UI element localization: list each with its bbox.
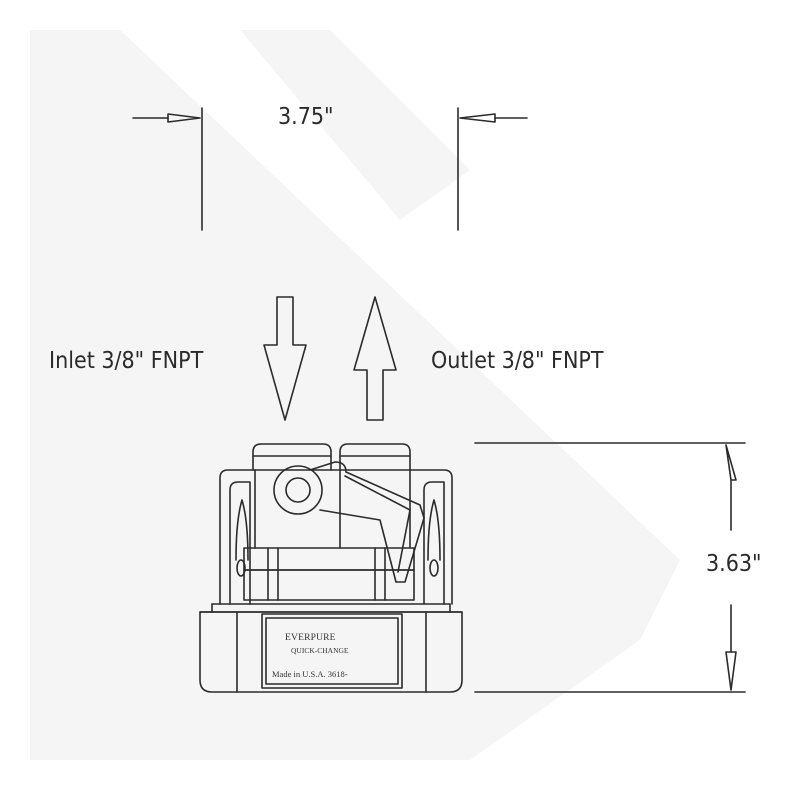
background-watermark [30,30,680,760]
height-dimension-label: 3.63" [706,551,762,577]
base-housing [199,611,463,693]
nameplate-brand: EVERPURE [285,633,336,643]
lever-pivot-knob [273,465,323,515]
upper-housing [219,469,453,605]
inlet-flow-arrow [263,296,307,421]
outlet-flow-arrow [353,296,397,421]
width-dimension [132,107,528,231]
filter-head-drawing [199,443,463,693]
height-arrow-bottom [725,651,737,691]
inlet-port [252,443,332,471]
width-arrow-left [167,113,201,123]
width-dimension-label: 3.75" [278,104,334,130]
height-arrow-top [725,444,737,481]
outlet-port-label: Outlet 3/8" FNPT [431,348,604,374]
nameplate-model: QUICK-CHANGE [291,646,349,655]
quick-change-lever [309,461,425,583]
nameplate-origin: Made in U.S.A. 3618- [272,669,348,679]
width-arrow-right [459,113,496,123]
height-dimension [474,442,746,693]
outlet-port [339,443,411,471]
inlet-port-label: Inlet 3/8" FNPT [49,348,204,374]
nameplate [261,613,403,689]
